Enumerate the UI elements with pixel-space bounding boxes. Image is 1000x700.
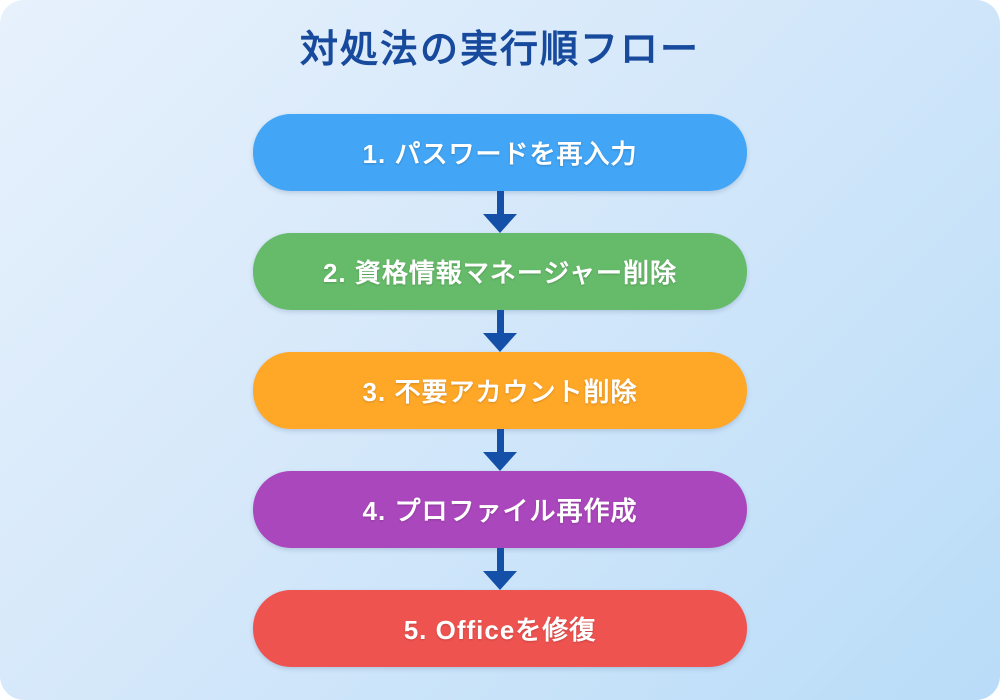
flow-step-1: 1. パスワードを再入力	[253, 114, 747, 191]
flow-step-5: 5. Officeを修復	[253, 590, 747, 667]
flow-step-3: 3. 不要アカウント削除	[253, 352, 747, 429]
arrow-down-icon	[483, 548, 517, 590]
arrow-stem	[496, 429, 504, 452]
flow-step-2: 2. 資格情報マネージャー削除	[253, 233, 747, 310]
flow-steps-container: 1. パスワードを再入力 2. 資格情報マネージャー削除 3. 不要アカウント削…	[253, 114, 747, 667]
arrow-head	[483, 452, 517, 471]
page-title: 対処法の実行順フロー	[299, 29, 700, 71]
arrow-stem	[496, 548, 504, 571]
arrow-stem	[496, 310, 504, 333]
arrow-head	[483, 571, 517, 590]
arrow-head	[483, 214, 517, 233]
arrow-down-icon	[483, 429, 517, 471]
arrow-head	[483, 333, 517, 352]
arrow-down-icon	[483, 191, 517, 233]
arrow-down-icon	[483, 310, 517, 352]
arrow-stem	[496, 191, 504, 214]
flow-step-4: 4. プロファイル再作成	[253, 471, 747, 548]
